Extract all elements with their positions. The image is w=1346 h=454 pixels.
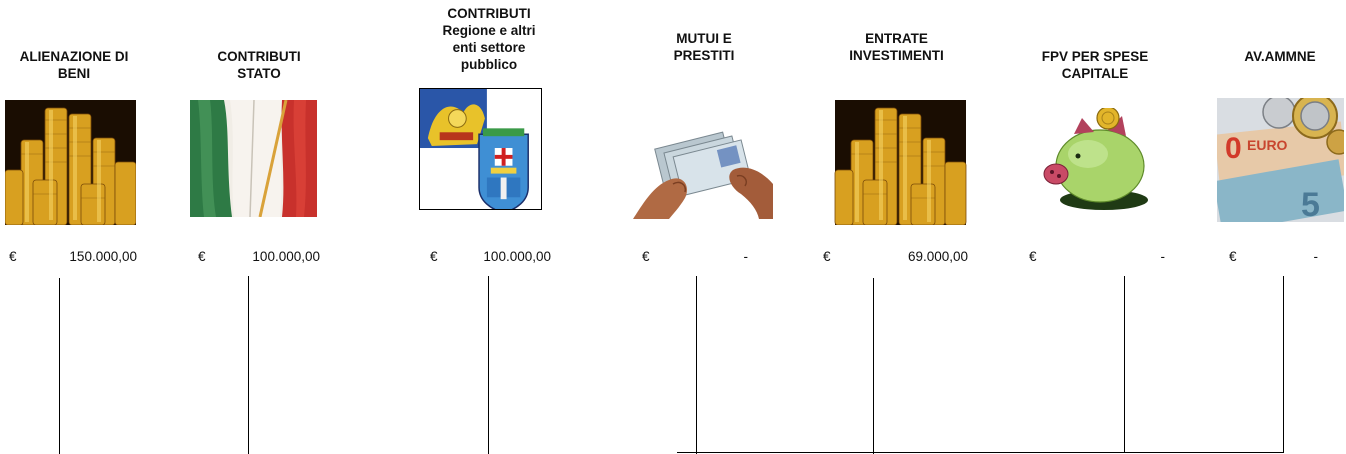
connector-bottom-line <box>677 452 1284 453</box>
piggy-bank-icon <box>1042 108 1150 214</box>
gold-coins-icon <box>5 100 136 225</box>
connector-line-1 <box>59 278 60 454</box>
connector-line-5 <box>873 278 874 454</box>
currency-symbol: € <box>9 249 17 264</box>
gold-coins-image <box>5 100 136 225</box>
regional-crests-icon <box>420 89 541 209</box>
svg-text:EURO: EURO <box>1247 137 1288 153</box>
column-title-av-ammne: AV.AMMNE <box>1244 49 1316 64</box>
amount-mutui-prestiti: - <box>743 249 749 264</box>
amount-fpv-spese-capitale: - <box>1160 249 1166 264</box>
italian-flag-icon <box>190 100 317 217</box>
amount-contributi-stato: 100.000,00 <box>252 249 320 264</box>
gold-coins-image <box>833 100 968 225</box>
banknotes-icon <box>633 124 773 219</box>
currency-symbol: € <box>1029 249 1037 264</box>
column-title-alienazione-beni: ALIENAZIONE DI BENI <box>19 49 129 81</box>
column-title-contributi-stato: CONTRIBUTI STATO <box>217 49 301 81</box>
connector-line-6 <box>1124 276 1125 452</box>
regional-crests-image <box>419 88 542 210</box>
connector-line-4 <box>696 276 697 454</box>
amount-entrate-investimenti: 69.000,00 <box>907 249 968 264</box>
currency-symbol: € <box>1229 249 1237 264</box>
euro-notes-coins-icon: 0 EURO 5 <box>1217 98 1344 222</box>
gold-coins-icon <box>834 100 967 225</box>
currency-symbol: € <box>198 249 206 264</box>
currency-symbol: € <box>430 249 438 264</box>
currency-symbol: € <box>642 249 650 264</box>
amount-alienazione-beni: 150.000,00 <box>69 249 137 264</box>
connector-line-7 <box>1283 276 1284 452</box>
column-title-fpv-spese-capitale: FPV PER SPESE CAPITALE <box>1041 49 1149 81</box>
connector-line-2 <box>248 276 249 454</box>
piggy-bank-image <box>1042 108 1150 214</box>
column-title-contributi-regione: CONTRIBUTI Regione e altri enti settore … <box>442 6 536 72</box>
svg-text:0: 0 <box>1225 132 1242 165</box>
connector-line-3 <box>488 276 489 454</box>
banknotes-hands-image <box>633 124 773 219</box>
euro-notes-coins-image: 0 EURO 5 <box>1217 98 1344 222</box>
column-title-mutui-prestiti: MUTUI E PRESTITI <box>673 31 735 63</box>
italian-flag-image <box>190 100 317 217</box>
currency-symbol: € <box>823 249 831 264</box>
amount-av-ammne: - <box>1313 249 1319 264</box>
svg-text:5: 5 <box>1301 186 1320 222</box>
column-title-entrate-investimenti: ENTRATE INVESTIMENTI <box>849 31 944 63</box>
amount-contributi-regione: 100.000,00 <box>483 249 551 264</box>
